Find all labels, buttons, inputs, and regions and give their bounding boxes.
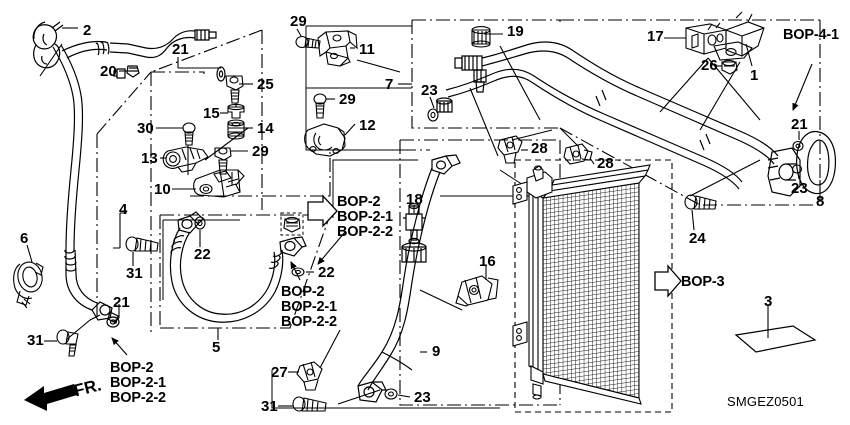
callout-1: 1 [750,67,759,84]
bop-upper-line3: BOP-2-2 [337,224,393,240]
part-nut-highlight [283,216,301,233]
part-27-clip [296,361,323,391]
bop-lower-line1: BOP-2 [110,360,154,376]
part-31-bolt-upper [125,236,159,252]
hose-assembly-5 [169,211,307,323]
callout-30: 30 [137,120,154,137]
callout-15: 15 [203,105,220,122]
bop-lower-line2: BOP-2-1 [110,375,166,391]
bop-upper-line1: BOP-2 [337,194,381,210]
condenser-assembly [512,164,651,405]
callout-13: 13 [141,150,158,167]
callout-8: 8 [816,193,825,210]
part-23-washer-right [791,164,803,174]
callout-14: 14 [257,120,274,137]
callout-20: 20 [100,63,117,80]
part-31-bolt-lower [56,329,79,357]
callout-28-b: 28 [597,155,614,172]
callout-28-a: 28 [531,140,548,157]
callout-3: 3 [764,293,773,310]
part-19-cap [471,26,491,48]
callout-6: 6 [20,230,29,247]
bop-label-bop-4-1: BOP-4-1 [783,27,839,43]
part-10-bracket [193,169,245,198]
bop-lower-line3: BOP-2-2 [110,390,166,406]
part-8-grommet [796,130,836,195]
part-13-bracket [162,146,209,173]
bop-mid-line3: BOP-2-2 [281,314,337,330]
callout-21-a: 21 [172,41,189,58]
part-2-clamp [32,21,64,69]
pipe-assembly-9 [357,154,461,403]
callout-10: 10 [154,181,171,198]
part-6-ring [13,261,44,309]
callout-25: 25 [257,76,274,93]
part-14-bushing [227,119,245,140]
part-16-clip [455,275,499,307]
hose-assembly-4 [52,29,226,328]
callout-22-b: 22 [318,264,335,281]
part-17-clamp [685,22,727,55]
callout-23-b: 23 [791,180,808,197]
part-24-bolt [684,194,717,210]
callout-29-c: 29 [252,143,269,160]
bop-mid-line1: BOP-2 [281,284,325,300]
front-direction-arrow [24,384,77,411]
bop-mid-line2: BOP-2-1 [281,299,337,315]
part-29-bolt-top [295,35,321,49]
callout-23-a: 23 [421,82,438,99]
part-23-nut-upper [427,108,439,122]
bop-upper-line2: BOP-2-1 [337,209,393,225]
bop-label-bop-3: BOP-3 [681,274,725,290]
callout-29-a: 29 [290,13,307,30]
callout-19: 19 [507,23,524,40]
callout-27: 27 [271,364,288,381]
part-12-bracket [304,123,346,157]
pipe-assembly-7 [435,41,801,197]
part-29-bolt-mid [313,93,327,119]
callout-26: 26 [701,57,718,74]
part-31-bolt-bottom [292,396,327,412]
bop-arrow-bop2 [307,194,338,228]
leader-lines [26,27,821,407]
callout-21-c: 21 [113,294,130,311]
callout-7: 7 [385,76,394,93]
part-30-bolt [182,122,196,146]
callout-31-c: 31 [261,398,278,415]
part-25-bolt [225,75,244,104]
drawing-code: SMGEZ0501 [727,394,804,409]
callout-18: 18 [406,191,423,208]
callout-9: 9 [432,343,441,360]
highlight-box-nut [280,212,304,236]
callout-21-b: 21 [791,116,808,133]
callout-24: 24 [689,230,706,247]
callout-22-a: 22 [194,246,211,263]
part-22-washer-left [194,216,206,230]
callout-2: 2 [83,22,92,39]
callout-12: 12 [359,117,376,134]
part-1-bracket [713,11,765,61]
part-23-washer-bottom [384,388,398,400]
part-28-clip-right [563,143,593,165]
callout-17: 17 [647,28,664,45]
leader-arrows [111,63,813,356]
bop-arrow-bop3 [654,264,682,298]
callout-31-a: 31 [126,265,143,282]
callout-5: 5 [212,339,221,356]
callout-29-b: 29 [339,91,356,108]
callout-11: 11 [359,41,375,58]
part-28-clip-left [497,135,523,164]
callout-4: 4 [119,201,128,218]
part-21-washer-right [792,140,804,152]
callout-23-c: 23 [414,389,431,406]
callout-31-b: 31 [27,332,44,349]
part-3-label-plate [734,325,817,353]
section-frame-group [96,19,821,406]
callout-16: 16 [479,253,496,270]
